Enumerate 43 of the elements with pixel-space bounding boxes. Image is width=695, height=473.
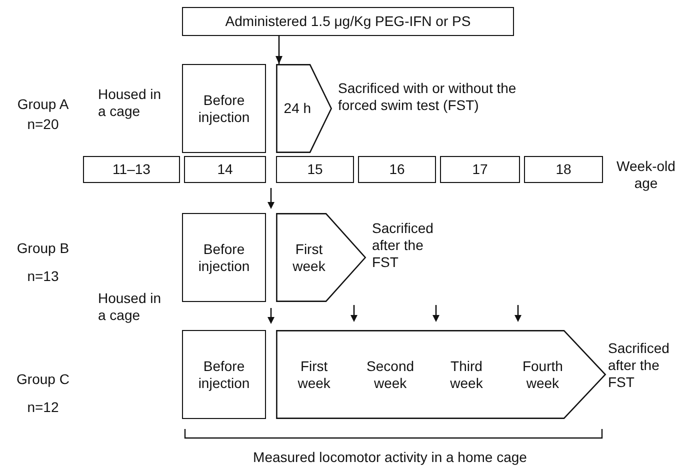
box-label: 15 xyxy=(306,161,324,178)
text-label: Group A xyxy=(16,96,70,113)
box-label: 14 xyxy=(216,161,234,178)
process-box xyxy=(524,156,603,183)
text-label: Housed in a cage xyxy=(98,290,162,324)
outcome-note: Sacrificed with or without the forced swim test (FST) xyxy=(338,80,518,114)
week-label: Third week xyxy=(449,358,484,392)
week-label: Second week xyxy=(366,358,416,392)
box-label: 17 xyxy=(471,161,489,178)
text-label: Group B xyxy=(16,240,70,257)
week-label: Fourth week xyxy=(521,358,564,392)
outcome-note: Sacrificed after the FST xyxy=(608,340,670,390)
box-label: Before injection xyxy=(197,92,251,126)
process-box xyxy=(182,64,266,153)
process-box xyxy=(440,156,520,183)
bracket-label: Measured locomotor activity in a home cage xyxy=(252,449,528,466)
outcome-note: Sacrificed after the FST xyxy=(372,220,434,270)
week-label: First week xyxy=(296,358,332,392)
text-label: n=13 xyxy=(26,268,60,285)
text-label: Week-old age xyxy=(616,158,676,192)
text-label: n=20 xyxy=(26,116,60,133)
box-label: Before injection xyxy=(197,358,251,392)
box-label: 24 h xyxy=(282,100,312,117)
text-label: Group C xyxy=(16,371,70,388)
process-box xyxy=(182,213,266,302)
box-label: First week xyxy=(292,240,326,274)
box-label: 18 xyxy=(554,161,572,178)
process-box xyxy=(184,156,266,183)
box-label: Administered 1.5 μg/Kg PEG-IFN or PS xyxy=(224,13,472,30)
process-box xyxy=(358,156,436,183)
process-box xyxy=(276,156,354,183)
process-box xyxy=(83,156,180,183)
period-box xyxy=(276,64,332,153)
box-label: 16 xyxy=(388,161,406,178)
text-label: Housed in a cage xyxy=(98,86,162,120)
text-label: n=12 xyxy=(26,399,60,416)
process-box xyxy=(182,330,266,419)
process-box xyxy=(182,7,514,36)
box-label: 11–13 xyxy=(112,161,152,178)
box-label: Before injection xyxy=(197,240,251,274)
period-box xyxy=(276,330,606,419)
period-box xyxy=(276,213,366,302)
arrow xyxy=(276,36,282,64)
